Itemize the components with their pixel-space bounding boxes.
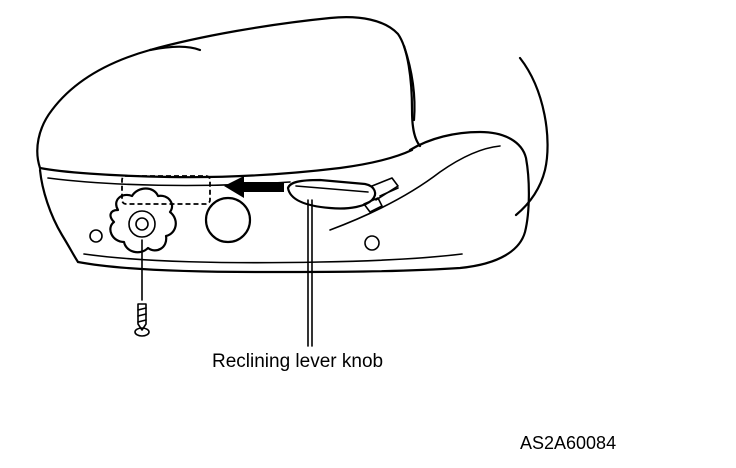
figure-code: AS2A60084	[520, 433, 617, 453]
seat-side-cover	[38, 130, 530, 274]
hidden-recess-outline	[121, 175, 211, 205]
seat-back	[402, 44, 549, 217]
height-adjust-knob	[109, 187, 177, 254]
reclining-lever-knob-label: Reclining lever knob	[212, 351, 384, 372]
seat-cushion	[36, 16, 422, 187]
callout-leader	[307, 199, 313, 347]
side-cap	[204, 196, 252, 244]
reclining-lever-knob	[286, 177, 399, 213]
mounting-hole	[89, 229, 103, 243]
screw-icon	[134, 239, 150, 337]
pull-direction-arrow	[224, 176, 284, 198]
